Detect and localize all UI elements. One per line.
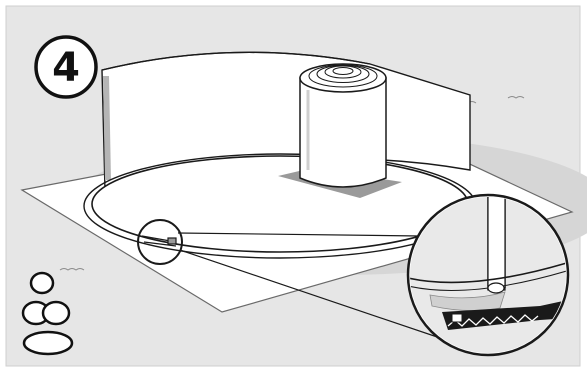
detail-marker-circle <box>137 219 183 265</box>
cut-point-detail <box>141 235 177 247</box>
oval-icon <box>22 330 74 356</box>
step-badge: 4 <box>34 35 98 99</box>
wall-roll <box>299 63 387 188</box>
double-circle-icon <box>21 300 71 326</box>
zoom-connector-lines <box>177 232 453 343</box>
magnified-detail <box>406 193 570 357</box>
pool-wall-shading <box>103 75 111 181</box>
size-legend <box>21 271 74 356</box>
small-circle-icon <box>29 271 55 295</box>
pool-wall-top-edge <box>101 51 371 71</box>
step-number: 4 <box>52 45 80 91</box>
